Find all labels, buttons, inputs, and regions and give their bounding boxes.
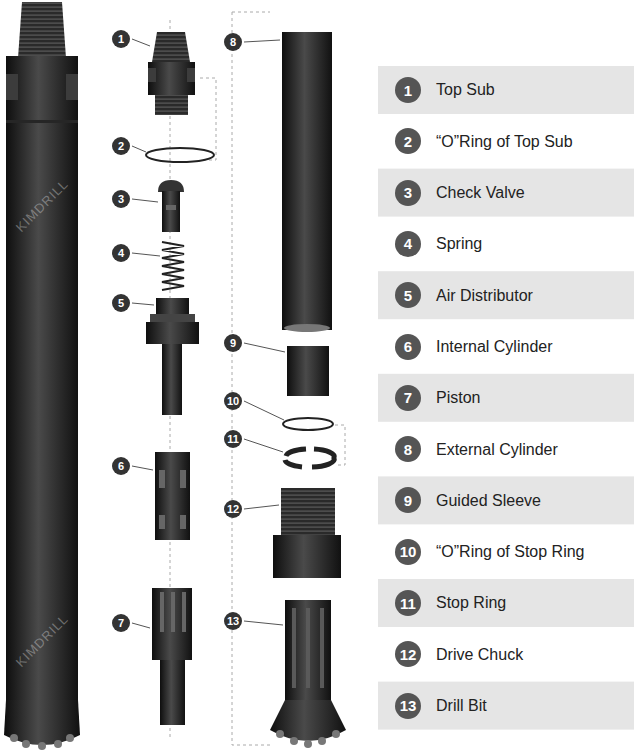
part-name: Air Distributor	[436, 286, 533, 305]
callout-number: 6	[112, 457, 130, 475]
assembled-hammer	[4, 2, 80, 750]
watermark: KIMDRILL	[13, 611, 70, 668]
callout-number: 1	[112, 30, 130, 48]
table-number: 12	[395, 641, 421, 667]
part-name: Spring	[436, 234, 482, 253]
callout-number: 10	[224, 392, 242, 410]
table-number: 5	[395, 282, 421, 308]
table-number: 11	[395, 590, 421, 616]
top-sub	[148, 32, 195, 115]
callout-number: 9	[224, 334, 242, 352]
o-ring	[283, 418, 333, 430]
internal-cylinder	[155, 452, 190, 540]
callout-number: 3	[112, 190, 130, 208]
part-name: Check Valve	[436, 183, 525, 202]
callout-number: 2	[112, 137, 130, 155]
stop-ring	[285, 449, 334, 467]
table-number: 1	[395, 77, 421, 103]
part-name: Guided Sleeve	[436, 491, 541, 510]
guided-sleeve	[287, 346, 329, 396]
table-number: 7	[395, 385, 421, 411]
leader-lines	[132, 39, 285, 628]
part-name: External Cylinder	[436, 440, 558, 459]
callout-number: 4	[112, 244, 130, 262]
table-number: 10	[395, 539, 421, 565]
piston	[152, 588, 192, 725]
callout-number: 8	[224, 33, 242, 51]
callout-number: 11	[224, 430, 242, 448]
air-distributor	[146, 298, 199, 415]
callout-number: 12	[224, 500, 242, 518]
drill-bit	[270, 600, 346, 748]
part-name: Drive Chuck	[436, 645, 523, 664]
part-name: “O”Ring of Stop Ring	[436, 542, 585, 561]
table-number: 4	[395, 231, 421, 257]
table-number: 6	[395, 334, 421, 360]
callout-number: 7	[112, 614, 130, 632]
table-bands	[378, 66, 634, 730]
watermark: KIMDRILL	[13, 176, 70, 233]
table-number: 3	[395, 180, 421, 206]
part-name: Drill Bit	[436, 696, 487, 715]
o-ring	[146, 148, 214, 162]
external-cylinder	[282, 32, 332, 332]
drive-chuck	[273, 488, 341, 578]
check-valve	[158, 180, 184, 232]
guide-lines	[170, 12, 345, 745]
part-name: Piston	[436, 388, 480, 407]
table-number: 13	[395, 693, 421, 719]
spring	[162, 242, 184, 290]
callout-number: 5	[112, 294, 130, 312]
table-number: 2	[395, 128, 421, 154]
part-name: “O”Ring of Top Sub	[436, 132, 573, 151]
table-number: 8	[395, 436, 421, 462]
part-name: Stop Ring	[436, 593, 506, 612]
part-name: Top Sub	[436, 80, 495, 99]
part-name: Internal Cylinder	[436, 337, 553, 356]
callout-number: 13	[224, 612, 242, 630]
table-number: 9	[395, 487, 421, 513]
